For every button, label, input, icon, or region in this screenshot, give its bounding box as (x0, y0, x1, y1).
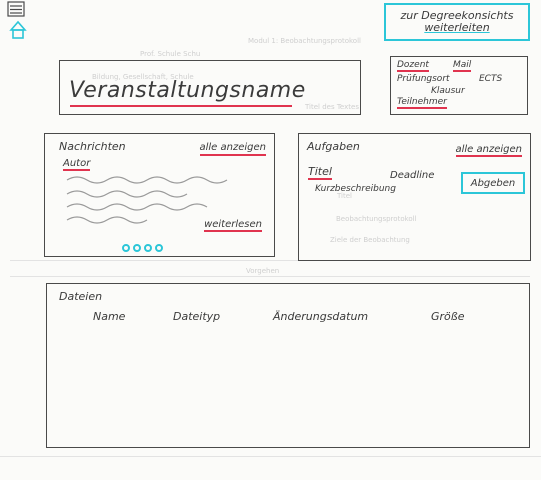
task-title-column: Titel (308, 165, 332, 180)
ghost-text: Beobachtungsprotokoll (336, 215, 417, 223)
task-deadline-column: Deadline (390, 170, 435, 181)
info-klausur: Klausur (431, 86, 465, 96)
info-teilnehmer[interactable]: Teilnehmer (397, 97, 447, 109)
task-submit-button[interactable]: Abgeben (461, 172, 525, 194)
course-info-card: Dozent Mail Prüfungsort ECTS Klausur Tei… (390, 56, 528, 115)
ghost-text: Bildung, Gesellschaft, Schule (92, 73, 194, 81)
hamburger-menu-icon[interactable] (6, 1, 28, 18)
files-card: Dateien Name Dateityp Änderungsdatum Grö… (46, 283, 530, 448)
news-show-all-link[interactable]: alle anzeigen (199, 142, 266, 156)
ghost-line (10, 260, 530, 261)
files-column-type: Dateityp (173, 310, 221, 323)
tasks-title: Aufgaben (307, 140, 360, 153)
files-title: Dateien (59, 290, 103, 303)
ghost-text: Vorgehen (246, 267, 280, 275)
pagination-dot[interactable] (133, 244, 141, 252)
files-column-name: Name (93, 310, 126, 323)
title-underline (70, 105, 292, 107)
files-column-size: Größe (431, 310, 465, 323)
course-name: Veranstaltungsname (69, 78, 306, 103)
task-short-description: Kurzbeschreibung (315, 184, 396, 194)
ghost-text: Titel (337, 192, 353, 200)
info-ects: ECTS (479, 74, 503, 84)
ghost-text: Prof. Schule Schu (140, 50, 201, 58)
pagination-dot[interactable] (122, 244, 130, 252)
pagination-dot[interactable] (155, 244, 163, 252)
pagination-dot[interactable] (144, 244, 152, 252)
tasks-show-all-link[interactable]: alle anzeigen (455, 144, 522, 157)
news-card: Nachrichten alle anzeigen Autor weiterle… (44, 133, 275, 257)
home-icon[interactable] (8, 19, 30, 41)
news-author: Autor (63, 158, 91, 171)
ghost-text: Ziele der Beobachtung (330, 236, 410, 244)
info-mail: Mail (453, 60, 472, 72)
tasks-card: Aufgaben alle anzeigen Titel Deadline Ab… (298, 133, 531, 261)
news-title: Nachrichten (59, 140, 126, 153)
news-text-scribble (66, 176, 228, 224)
files-column-modified: Änderungsdatum (273, 310, 369, 323)
ghost-line (10, 276, 530, 277)
degree-overview-redirect-button[interactable]: zur Degreekonsichts weiterleiten (384, 3, 530, 41)
news-read-more-link[interactable]: weiterlesen (204, 219, 262, 232)
ghost-text: Modul 1: Beobachtungsprotokoll (248, 37, 361, 45)
cta-line1: zur Degreekonsichts (400, 9, 514, 22)
news-pagination[interactable] (122, 244, 163, 252)
info-dozent: Dozent (397, 60, 429, 72)
info-pruefungsort: Prüfungsort (397, 74, 450, 84)
cta-line2: weiterleiten (424, 21, 490, 34)
course-title-card: Veranstaltungsname (59, 60, 361, 115)
ghost-text: Titel des Textes (305, 103, 359, 111)
ghost-line (0, 456, 541, 457)
